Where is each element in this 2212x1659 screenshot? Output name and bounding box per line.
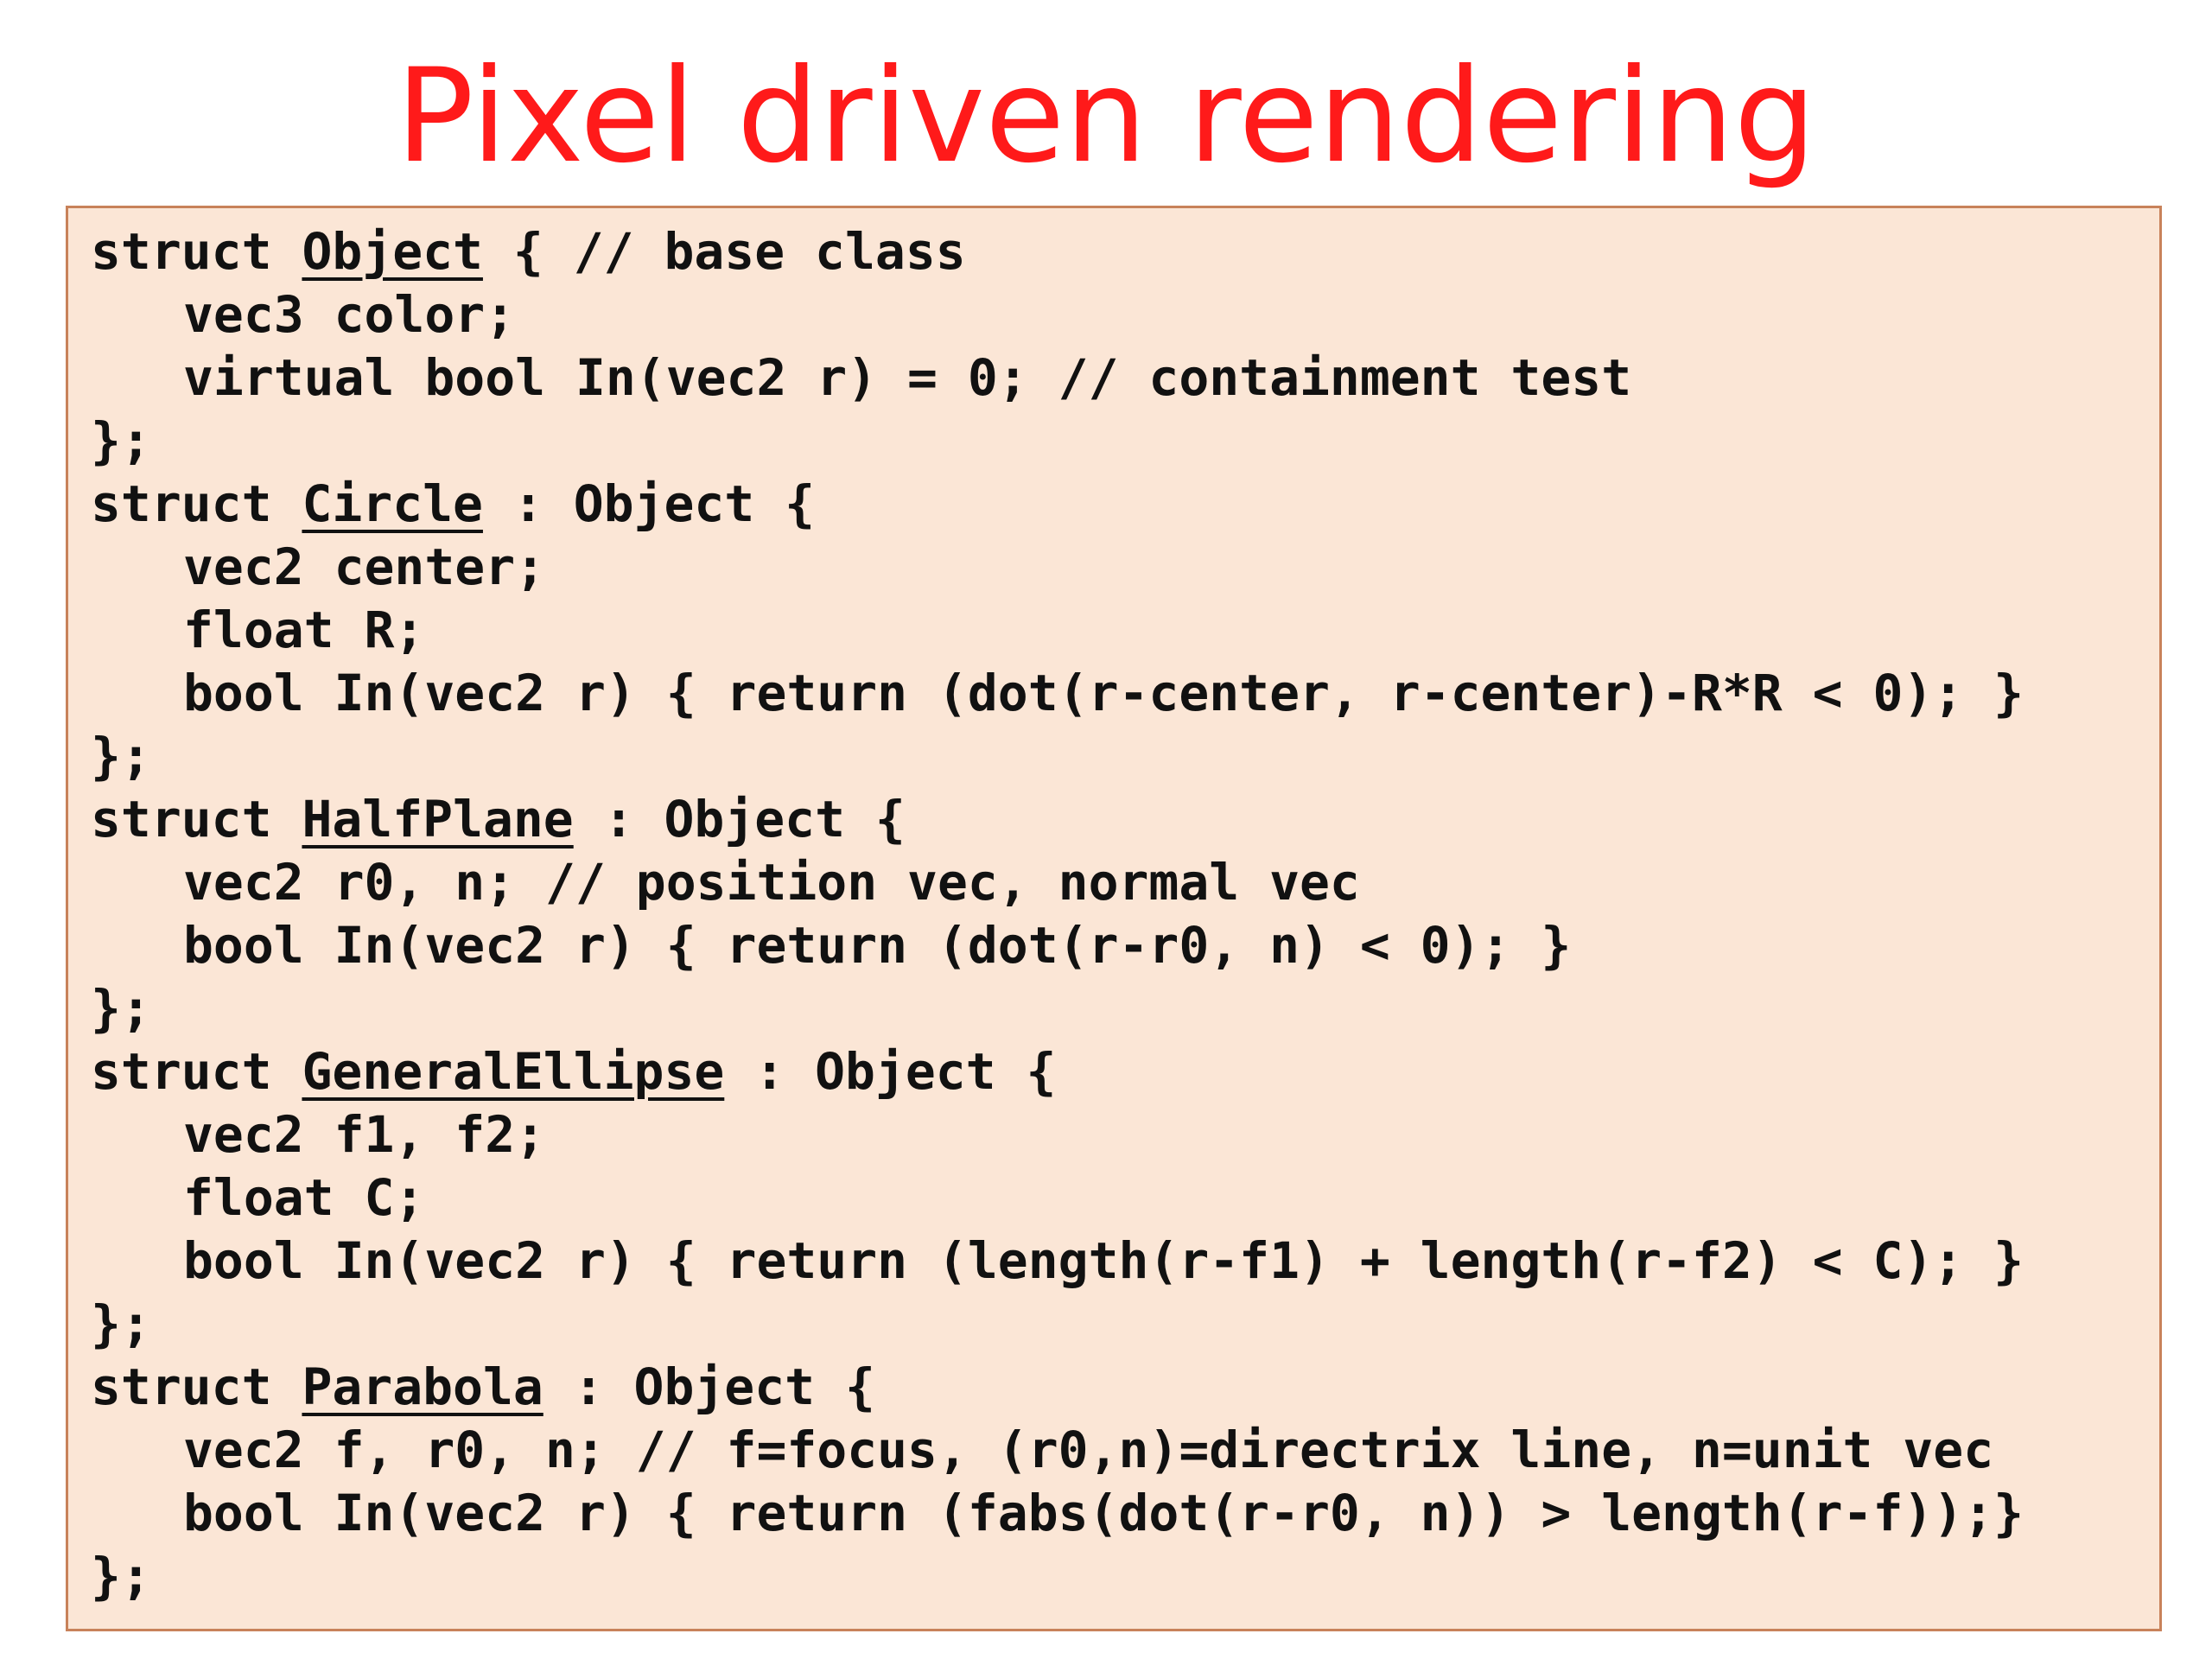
code-text: { // base class [482, 222, 966, 281]
code-line-halfplane-end: }; [91, 979, 151, 1038]
struct-keyword: struct [91, 474, 302, 533]
code-line-ellipse-foci: vec2 f1, f2; [91, 1103, 2159, 1166]
code-line-parabola-vectors: vec2 f, r0, n; // f=focus, (r0,n)=direct… [91, 1419, 2159, 1482]
code-text: float C; [183, 1168, 425, 1227]
struct-name-circle: Circle [302, 474, 483, 533]
code-line-ellipse-c: float C; [91, 1166, 2159, 1230]
code-text: vec2 f1, f2; [183, 1105, 546, 1164]
code-text: : Object { [482, 474, 816, 533]
code-line-parabola-decl: struct Parabola : Object { [91, 1356, 2159, 1419]
code-text: : Object { [573, 790, 906, 849]
code-line-circle-center: vec2 center; [91, 536, 2159, 599]
code-text: bool In(vec2 r) { return (length(r-f1) +… [183, 1231, 2024, 1290]
code-text: vec2 f, r0, n; // f=focus, (r0,n)=direct… [183, 1421, 1994, 1479]
code-text: bool In(vec2 r) { return (dot(r-r0, n) <… [183, 916, 1572, 975]
code-block: struct Object { // base class vec3 color… [66, 206, 2162, 1631]
code-line-circle-radius: float R; [91, 599, 2159, 662]
struct-keyword: struct [91, 790, 302, 849]
code-line-circle-end: }; [91, 727, 151, 785]
code-line-ellipse-in: bool In(vec2 r) { return (length(r-f1) +… [91, 1230, 2159, 1293]
slide-title: Pixel driven rendering [396, 41, 1816, 192]
code-text: vec2 r0, n; // position vec, normal vec [183, 853, 1360, 912]
code-line-circle-decl: struct Circle : Object { [91, 473, 2159, 536]
code-text: : Object { [724, 1042, 1057, 1101]
struct-keyword: struct [91, 222, 302, 281]
struct-name-parabola: Parabola [302, 1357, 543, 1416]
code-line-object-end: }; [91, 411, 151, 470]
struct-name-halfplane: HalfPlane [302, 790, 574, 849]
code-text: vec2 center; [183, 537, 546, 596]
code-line-halfplane-decl: struct HalfPlane : Object { [91, 788, 2159, 851]
code-text: virtual bool In(vec2 r) = 0; // containm… [183, 348, 1632, 407]
code-line-object-color: vec3 color; [91, 283, 2159, 346]
code-line-object-in: virtual bool In(vec2 r) = 0; // containm… [91, 346, 2159, 410]
struct-keyword: struct [91, 1357, 302, 1416]
code-text: vec3 color; [183, 285, 516, 344]
code-text: float R; [183, 601, 425, 659]
code-line-halfplane-in: bool In(vec2 r) { return (dot(r-r0, n) <… [91, 914, 2159, 977]
code-line-ellipse-decl: struct GeneralEllipse : Object { [91, 1040, 2159, 1103]
struct-name-ellipse: GeneralEllipse [302, 1042, 725, 1101]
code-line-parabola-in: bool In(vec2 r) { return (fabs(dot(r-r0,… [91, 1482, 2159, 1545]
code-text: bool In(vec2 r) { return (fabs(dot(r-r0,… [183, 1484, 2024, 1542]
code-text: bool In(vec2 r) { return (dot(r-center, … [183, 664, 2024, 722]
code-line-circle-in: bool In(vec2 r) { return (dot(r-center, … [91, 662, 2159, 725]
code-line-parabola-end: }; [91, 1547, 151, 1605]
code-line-halfplane-vectors: vec2 r0, n; // position vec, normal vec [91, 851, 2159, 914]
code-line-ellipse-end: }; [91, 1294, 151, 1353]
struct-name-object: Object [302, 222, 483, 281]
code-text: : Object { [543, 1357, 875, 1416]
code-line-object-decl: struct Object { // base class [91, 220, 2159, 283]
struct-keyword: struct [91, 1042, 302, 1101]
